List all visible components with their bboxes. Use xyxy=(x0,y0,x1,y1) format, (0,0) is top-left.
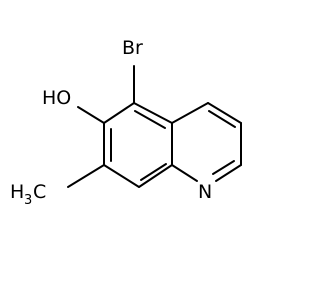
bond-c6-o xyxy=(77,106,105,124)
bromine-label: Br xyxy=(122,37,143,59)
bond-c4-c3 xyxy=(207,102,242,124)
bond-c5-c6 xyxy=(103,102,135,124)
bond-c4a-c4 xyxy=(171,102,209,124)
bond-c7-methyl xyxy=(67,164,105,188)
bond-c8-c8a xyxy=(138,164,173,188)
molecule-drawing: Br HO N H 3 C xyxy=(10,37,242,208)
hydroxyl-label: HO xyxy=(42,87,71,109)
bond-c2-n1-double xyxy=(212,160,235,175)
bond-c4-c3-double xyxy=(208,110,236,128)
bond-c8-c8a-double xyxy=(140,163,167,181)
nitrogen-label: N xyxy=(198,181,212,203)
methyl-subscript-label: 3 xyxy=(24,193,32,208)
bond-c4a-c5 xyxy=(133,102,173,124)
methyl-c-label: C xyxy=(33,181,46,203)
structure-canvas: Br HO N H 3 C xyxy=(10,37,242,208)
bond-c4a-c5-double xyxy=(134,110,166,129)
methyl-h-label: H xyxy=(10,181,24,203)
bond-c7-c8 xyxy=(103,164,140,188)
bond-n1-c8a xyxy=(171,164,198,182)
bond-c2-n1 xyxy=(215,164,242,182)
